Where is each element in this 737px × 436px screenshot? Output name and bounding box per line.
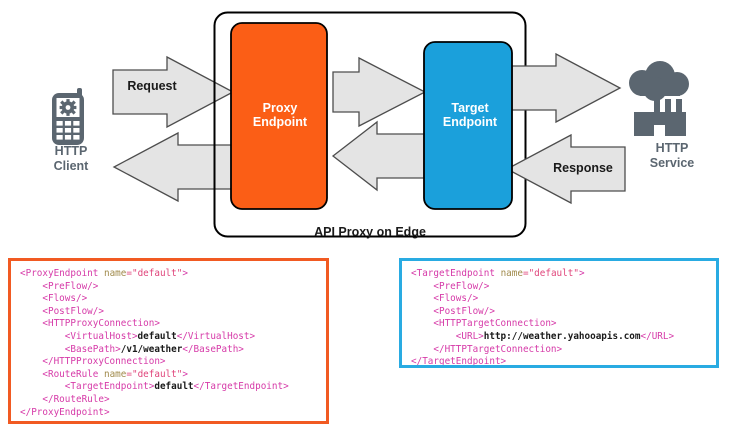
api-proxy-container bbox=[213, 11, 527, 238]
target-to-proxy-arrow bbox=[331, 120, 425, 192]
code-token-tag: <Flows/> bbox=[411, 293, 479, 305]
proxy-endpoint-code-panel: <ProxyEndpoint name="default"> <PreFlow/… bbox=[8, 258, 329, 424]
code-token-val: "default" bbox=[131, 368, 183, 380]
http-client-caption-line2: Client bbox=[53, 159, 89, 173]
code-line: </HTTPProxyConnection> bbox=[20, 356, 317, 369]
code-token-eq: = bbox=[126, 368, 132, 380]
code-token-tag: </HTTPProxyConnection> bbox=[20, 356, 166, 368]
code-token-tag: <VirtualHost> bbox=[20, 330, 138, 342]
http-client-icon bbox=[52, 88, 84, 145]
factory-icon bbox=[634, 99, 686, 136]
code-line: <PreFlow/> bbox=[20, 281, 317, 294]
code-token-text: default bbox=[154, 381, 194, 393]
code-token-tag: <URL> bbox=[411, 330, 484, 342]
code-token-tag: </TargetEndpoint> bbox=[193, 381, 289, 393]
code-line: </RouteRule> bbox=[20, 394, 317, 407]
code-token-tag: </RouteRule> bbox=[20, 393, 110, 405]
code-line: </TargetEndpoint> bbox=[411, 356, 707, 368]
target-to-service-arrow bbox=[511, 52, 622, 124]
code-line: <RouteRule name="default"> bbox=[20, 369, 317, 382]
code-token-tag: <PostFlow/> bbox=[20, 305, 104, 317]
code-line: <HTTPTargetConnection> bbox=[411, 318, 707, 331]
code-token-tag: <HTTPProxyConnection> bbox=[20, 318, 160, 330]
code-line: </HTTPTargetConnection> bbox=[411, 344, 707, 357]
code-line: <URL>http://weather.yahooapis.com</URL> bbox=[411, 331, 707, 344]
code-token-tag: </HTTPTargetConnection> bbox=[411, 343, 563, 355]
code-token-attr: name bbox=[103, 268, 127, 279]
code-line: <Flows/> bbox=[20, 293, 317, 306]
code-line: <TargetEndpoint>default</TargetEndpoint> bbox=[20, 381, 317, 394]
http-client-caption-line1: HTTP bbox=[54, 144, 88, 158]
http-service-caption-line1: HTTP bbox=[655, 141, 689, 155]
code-line: <HTTPProxyConnection> bbox=[20, 318, 317, 331]
code-token-tag: <RouteRule bbox=[20, 368, 104, 380]
target-endpoint-code-panel: <TargetEndpoint name="default"> <PreFlow… bbox=[399, 258, 719, 368]
response-arrow bbox=[505, 133, 626, 205]
code-token-tag: </ProxyEndpoint> bbox=[20, 406, 110, 418]
code-line: <Flows/> bbox=[411, 293, 707, 306]
http-service-caption-line2: Service bbox=[649, 156, 695, 170]
proxy-endpoint-box bbox=[230, 22, 328, 210]
code-line: <ProxyEndpoint name="default"> bbox=[20, 268, 317, 281]
code-token-tag: <Flows/> bbox=[20, 293, 88, 305]
code-token-tag: <TargetEndpoint> bbox=[20, 381, 155, 393]
code-token-tag: > bbox=[182, 368, 188, 380]
proxy-to-target-arrow bbox=[332, 56, 427, 128]
code-line: <BasePath>/v1/weather</BasePath> bbox=[20, 344, 317, 357]
code-line: <TargetEndpoint name="default"> bbox=[411, 268, 707, 281]
code-token-val: "default" bbox=[131, 268, 183, 279]
code-token-tag: <TargetEndpoint bbox=[411, 268, 501, 279]
code-token-eq: = bbox=[126, 268, 132, 279]
code-token-tag: > bbox=[182, 268, 188, 279]
code-token-tag: </BasePath> bbox=[182, 343, 244, 355]
api-proxy-container-caption: API Proxy on Edge bbox=[314, 225, 426, 239]
target-endpoint-box bbox=[423, 41, 513, 210]
code-token-tag: > bbox=[578, 268, 585, 279]
code-token-text: default bbox=[137, 330, 177, 342]
http-service-icon bbox=[629, 61, 689, 136]
code-token-tag: <PostFlow/> bbox=[411, 305, 495, 317]
code-token-tag: <PreFlow/> bbox=[20, 280, 99, 292]
code-token-val: "default" bbox=[528, 268, 579, 279]
code-token-tag: <HTTPTargetConnection> bbox=[411, 318, 557, 330]
code-token-tag: </URL> bbox=[640, 330, 675, 342]
code-line: <PostFlow/> bbox=[20, 306, 317, 319]
code-line: <PostFlow/> bbox=[411, 306, 707, 319]
code-token-text: http://weather.yahooapis.com bbox=[483, 330, 641, 342]
code-token-text: /v1/weather bbox=[120, 343, 183, 355]
code-token-attr: name bbox=[103, 368, 127, 380]
code-token-attr: name bbox=[500, 268, 523, 279]
code-line: </ProxyEndpoint> bbox=[20, 407, 317, 420]
code-line: <VirtualHost>default</VirtualHost> bbox=[20, 331, 317, 344]
request-arrow bbox=[112, 55, 235, 129]
code-line: <PreFlow/> bbox=[411, 281, 707, 294]
cloud-icon bbox=[629, 61, 689, 101]
client-response-arrow bbox=[112, 131, 233, 203]
code-token-tag: </TargetEndpoint> bbox=[411, 356, 507, 368]
code-token-tag: </VirtualHost> bbox=[176, 330, 256, 342]
code-token-eq: = bbox=[522, 268, 529, 279]
code-token-tag: <ProxyEndpoint bbox=[20, 268, 104, 279]
code-token-tag: <PreFlow/> bbox=[411, 280, 490, 292]
code-token-tag: <BasePath> bbox=[20, 343, 121, 355]
